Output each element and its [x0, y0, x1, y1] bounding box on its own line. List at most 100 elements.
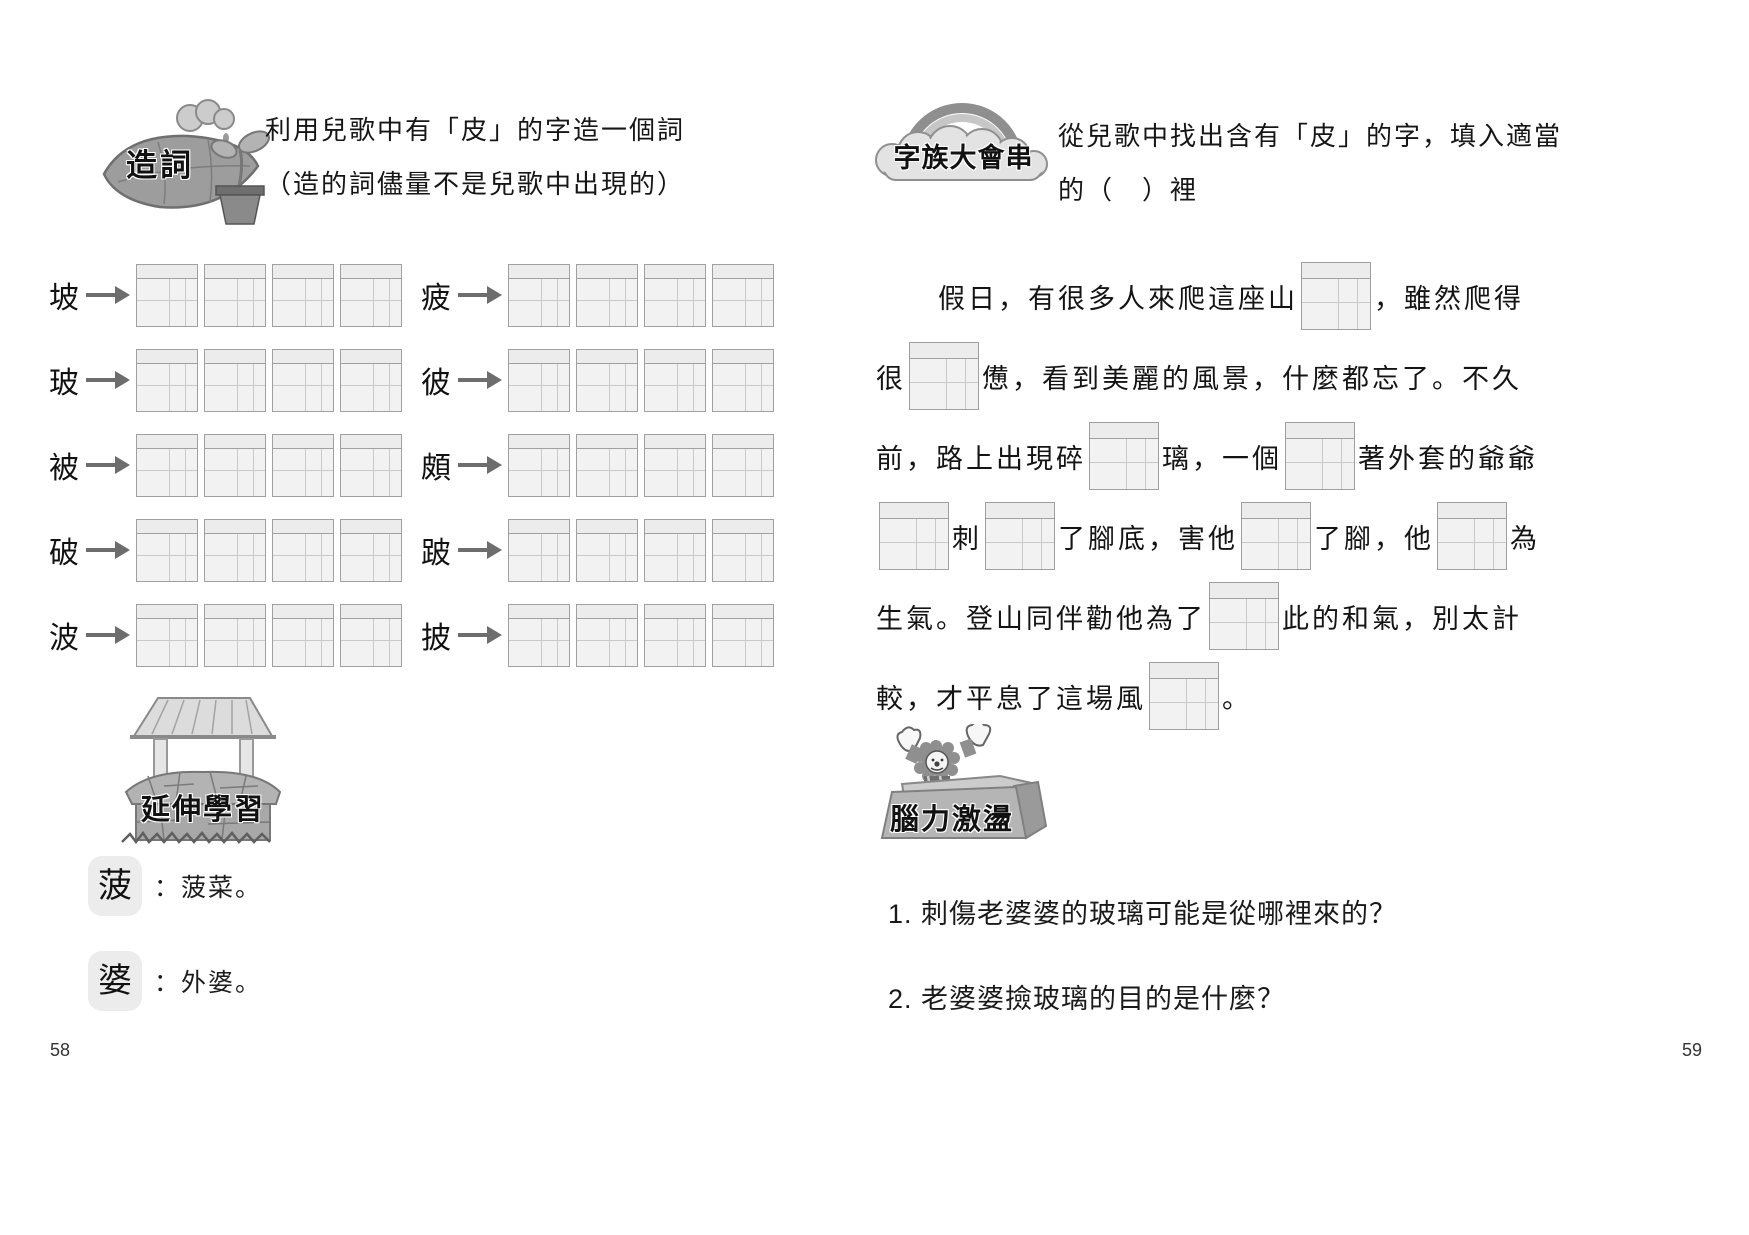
- writing-box-tone-strip: [909, 342, 979, 359]
- writing-box[interactable]: [508, 348, 570, 412]
- story-text: 較，才平息了這場風: [876, 683, 1146, 715]
- writing-box-tone-strip: [1149, 662, 1219, 679]
- writing-box[interactable]: [136, 518, 198, 582]
- source-character: 波: [49, 621, 79, 656]
- writing-box[interactable]: [204, 263, 266, 327]
- writing-box-grid: [204, 533, 266, 582]
- writing-box[interactable]: [1437, 502, 1507, 570]
- writing-box[interactable]: [1285, 422, 1355, 490]
- writing-box-tone-strip: [712, 348, 774, 364]
- writing-box-grid: [1149, 679, 1219, 730]
- entry-definition: ：菠菜。: [154, 874, 263, 902]
- writing-box[interactable]: [576, 518, 638, 582]
- writing-box[interactable]: [985, 502, 1055, 570]
- writing-box-grid: [576, 618, 638, 667]
- writing-box[interactable]: [712, 263, 774, 327]
- writing-box-grid: [712, 533, 774, 582]
- word-group-left: 坡: [46, 263, 408, 327]
- writing-box[interactable]: [508, 518, 570, 582]
- story-text: 著外套的爺爺: [1358, 443, 1538, 475]
- writing-box[interactable]: [1089, 422, 1159, 490]
- writing-box[interactable]: [644, 263, 706, 327]
- writing-box-tone-strip: [204, 603, 266, 619]
- writing-box[interactable]: [508, 603, 570, 667]
- writing-box-grid: [272, 363, 334, 412]
- writing-box[interactable]: [204, 348, 266, 412]
- writing-box[interactable]: [272, 518, 334, 582]
- writing-box[interactable]: [1209, 582, 1279, 650]
- writing-box[interactable]: [712, 518, 774, 582]
- source-character: 破: [49, 536, 79, 571]
- writing-box[interactable]: [272, 603, 334, 667]
- writing-box[interactable]: [508, 433, 570, 497]
- writing-box[interactable]: [340, 518, 402, 582]
- writing-box-tone-strip: [204, 518, 266, 534]
- writing-box[interactable]: [272, 348, 334, 412]
- writing-box-tone-strip: [712, 518, 774, 534]
- writing-box[interactable]: [644, 348, 706, 412]
- writing-box[interactable]: [340, 348, 402, 412]
- writing-box[interactable]: [272, 263, 334, 327]
- writing-box[interactable]: [644, 433, 706, 497]
- writing-box[interactable]: [204, 518, 266, 582]
- writing-box-grid: [204, 278, 266, 327]
- writing-box[interactable]: [712, 348, 774, 412]
- writing-box-tone-strip: [644, 348, 706, 364]
- writing-box[interactable]: [340, 603, 402, 667]
- story-line: 很憊，看到美麗的風景，什麼都忘了。不久: [876, 336, 1519, 416]
- writing-box[interactable]: [879, 502, 949, 570]
- writing-box[interactable]: [136, 433, 198, 497]
- jack-in-the-box-icon: [880, 724, 1048, 840]
- writing-box[interactable]: [576, 603, 638, 667]
- writing-box[interactable]: [340, 433, 402, 497]
- arrow-icon: [86, 541, 130, 559]
- writing-box[interactable]: [508, 263, 570, 327]
- brainstorm-questions: 1. 刺傷老婆婆的玻璃可能是從哪裡來的？2. 老婆婆撿玻璃的目的是什麼？: [888, 896, 1397, 1066]
- writing-box-grid: [272, 278, 334, 327]
- writing-box-tone-strip: [340, 518, 402, 534]
- source-character: 玻: [49, 366, 79, 401]
- writing-box[interactable]: [136, 263, 198, 327]
- word-practice-row: 坡疲: [46, 263, 780, 327]
- writing-box[interactable]: [712, 433, 774, 497]
- instruction-line-2: （造的詞儘量不是兒歌中出現的）: [265, 169, 686, 199]
- zaoci-instructions: 利用兒歌中有「皮」的字造一個詞 （造的詞儘量不是兒歌中出現的）: [265, 112, 685, 202]
- writing-box[interactable]: [204, 433, 266, 497]
- writing-box-tone-strip: [712, 263, 774, 279]
- writing-box-grid: [1285, 439, 1355, 490]
- story-line: 刺了腳底，害他了腳，他為: [876, 496, 1537, 576]
- writing-box[interactable]: [1241, 502, 1311, 570]
- writing-box[interactable]: [712, 603, 774, 667]
- writing-box[interactable]: [136, 603, 198, 667]
- zaoci-badge-label: 造詞: [126, 148, 194, 183]
- writing-box-grid: [644, 618, 706, 667]
- writing-box-grid: [644, 363, 706, 412]
- writing-box[interactable]: [272, 433, 334, 497]
- brainstorm-question: 1. 刺傷老婆婆的玻璃可能是從哪裡來的？: [888, 899, 1398, 929]
- writing-box-grid: [879, 519, 949, 570]
- writing-box[interactable]: [576, 433, 638, 497]
- writing-box[interactable]: [136, 348, 198, 412]
- story-line: 假日，有很多人來爬這座山，雖然爬得: [876, 256, 1521, 336]
- writing-box-tone-strip: [644, 518, 706, 534]
- writing-box-grid: [136, 448, 198, 497]
- writing-box[interactable]: [1301, 262, 1371, 330]
- writing-box[interactable]: [576, 348, 638, 412]
- source-character: 跛: [421, 536, 451, 571]
- story-text: 此的和氣，別太計: [1282, 603, 1522, 635]
- extension-entries: 菠：菠菜。婆：外婆。: [88, 855, 262, 1045]
- writing-box-tone-strip: [204, 348, 266, 364]
- writing-box-tone-strip: [508, 348, 570, 364]
- writing-box[interactable]: [204, 603, 266, 667]
- writing-box[interactable]: [909, 342, 979, 410]
- writing-box-grid: [576, 278, 638, 327]
- writing-box[interactable]: [576, 263, 638, 327]
- writing-box[interactable]: [1149, 662, 1219, 730]
- writing-box-grid: [644, 533, 706, 582]
- writing-box-grid: [204, 363, 266, 412]
- writing-box[interactable]: [340, 263, 402, 327]
- writing-box[interactable]: [644, 603, 706, 667]
- writing-box[interactable]: [644, 518, 706, 582]
- entry-character: 菠: [88, 856, 142, 916]
- writing-box-grid: [576, 363, 638, 412]
